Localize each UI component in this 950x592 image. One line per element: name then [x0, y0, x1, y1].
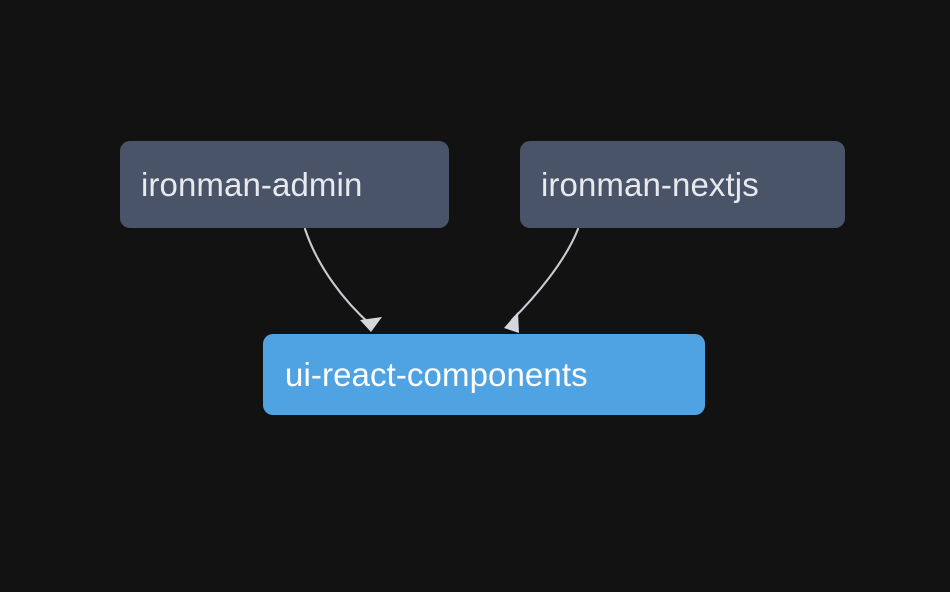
graph-node-ui-react-components[interactable]: ui-react-components: [263, 334, 705, 415]
graph-node-ironman-admin[interactable]: ironman-admin: [120, 141, 449, 228]
edge-admin-to-ui: [303, 227, 382, 332]
edge-nextjs-to-ui-path: [510, 227, 580, 322]
edge-admin-to-ui-path: [303, 227, 373, 327]
graph-node-label: ironman-nextjs: [541, 165, 759, 203]
edge-nextjs-to-ui-arrowhead: [504, 312, 519, 333]
graph-node-label: ui-react-components: [285, 355, 588, 393]
graph-node-label: ironman-admin: [141, 165, 363, 203]
edge-admin-to-ui-arrowhead: [360, 317, 382, 332]
graph-node-ironman-nextjs[interactable]: ironman-nextjs: [520, 141, 845, 228]
edge-nextjs-to-ui: [504, 227, 580, 333]
